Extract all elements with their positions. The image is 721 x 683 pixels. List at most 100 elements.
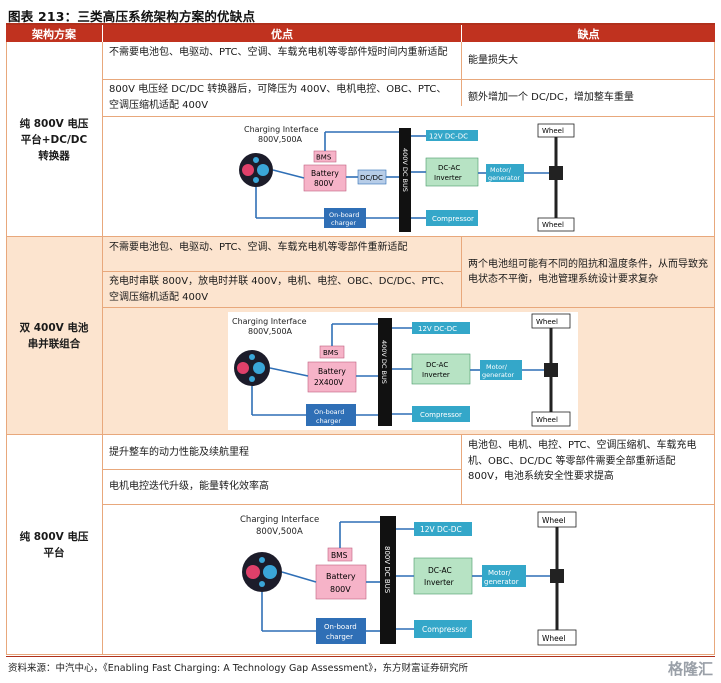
d1-battery-1: Battery: [311, 169, 339, 178]
d2-charging-label: Charging Interface: [232, 317, 307, 326]
d2-obc-2: charger: [316, 417, 341, 425]
row3-sep-a: [102, 469, 461, 470]
row2-diagram: Charging Interface 800V,500A BMS Battery…: [228, 312, 578, 430]
charging-port-icon: [242, 552, 282, 592]
d1-battery-2: 800V: [314, 179, 334, 188]
d1-motor-2: generator: [488, 174, 520, 182]
header-arch: 架构方案: [6, 25, 102, 42]
figure-title: 图表 213：三类高压系统架构方案的优缺点: [8, 9, 256, 24]
d2-bus: 400V DC BUS: [380, 340, 388, 384]
d3-wheel-top: Wheel: [542, 516, 565, 525]
d3-motor-1: Motor/: [488, 569, 511, 577]
d3-comp: Compressor: [422, 625, 468, 634]
d1-inv-2: Inverter: [434, 174, 462, 182]
d2-inv-2: Inverter: [422, 371, 450, 379]
d2-spec-label: 800V,500A: [248, 327, 293, 336]
d3-battery-2: 800V: [330, 585, 351, 594]
row2-sep-b: [102, 307, 715, 308]
title-rule: [6, 23, 715, 25]
table-bottom-border: [6, 654, 715, 655]
comparison-table: 架构方案 优点 缺点 纯 800V 电压 平台+DC/DC 转换器 不需要电池包…: [6, 25, 715, 655]
row1-diagram: Charging Interface 800V,500A BMS Battery…: [239, 123, 575, 232]
row2-name: 双 400V 电池 串并联组合: [6, 237, 102, 434]
watermark-logo: 格隆汇: [667, 660, 713, 678]
row2-con-1: 两个电池组可能有不同的阻抗和温度条件，从而导致充电状态不平衡，电池管理系统设计要…: [462, 238, 715, 306]
d1-dcdc: DC/DC: [360, 174, 383, 182]
source-note: 资料来源：中汽中心，《Enabling Fast Charging: A Tec…: [8, 663, 468, 674]
d3-bus: 800V DC BUS: [383, 546, 391, 594]
row1-con-1: 能量损失大: [462, 43, 715, 79]
d2-bms: BMS: [323, 349, 339, 357]
d3-spec-label: 800V,500A: [256, 527, 303, 537]
row1-pro-2: 800V 电压经 DC/DC 转换器后，可降压为 400V、电机电控、OBC、P…: [109, 84, 447, 111]
row2-sep-a: [102, 271, 461, 272]
row1-sep-b: [102, 116, 715, 117]
d3-obc-2: charger: [326, 633, 353, 641]
d1-wheel-top: Wheel: [542, 127, 564, 135]
row2-pro-1: 不需要电池包、电驱动、PTC、空调、车载充电机等零部件重新适配: [109, 242, 408, 253]
d3-inv-1: DC-AC: [428, 566, 452, 575]
row3-pro-1-text: 提升整车的动力性能及续航里程: [109, 446, 249, 458]
d3-battery-1: Battery: [326, 572, 356, 581]
row-sep-1: [6, 236, 715, 237]
d3-obc-1: On-board: [324, 623, 357, 631]
d1-obc-2: charger: [331, 219, 356, 227]
row3-con-1: 电池包、电机、电控、PTC、空调压缩机、车载充电机、OBC、DC/DC 等零部件…: [468, 440, 697, 482]
d2-12v: 12V DC-DC: [418, 325, 457, 333]
col-divider-2c: [461, 435, 462, 504]
header-pros: 优点: [103, 25, 461, 42]
charging-port-icon: [239, 153, 273, 187]
d2-battery-1: Battery: [318, 367, 346, 376]
d3-charging-label: Charging Interface: [240, 515, 319, 525]
row2-con-1-text: 两个电池组可能有不同的阻抗和温度条件，从而导致充电状态不平衡，电池管理系统设计要…: [468, 258, 708, 286]
row3-name: 纯 800V 电压 平台: [6, 435, 102, 655]
charging-port-icon: [234, 350, 270, 386]
row3-name-text: 纯 800V 电压 平台: [19, 531, 89, 559]
row1-name: 纯 800V 电压 平台+DC/DC 转换器: [6, 42, 102, 237]
row3-pro-2: 电机电控迭代升级，能量转化效率高: [103, 470, 461, 503]
col-divider-2b: [461, 237, 462, 307]
row3-pro-2-text: 电机电控迭代升级，能量转化效率高: [109, 480, 269, 492]
d1-bus: 400V DC BUS: [401, 148, 409, 192]
col-divider-2a: [461, 42, 462, 106]
d2-wheel-bottom: Wheel: [536, 416, 558, 424]
d3-wheel-bottom: Wheel: [542, 634, 565, 643]
d2-motor-1: Motor/: [486, 363, 508, 371]
row1-con-2-text: 额外增加一个 DC/DC，增加整车重量: [468, 92, 634, 104]
d1-wheel-bottom: Wheel: [542, 221, 564, 229]
row2-name-text: 双 400V 电池 串并联组合: [19, 321, 89, 350]
row3-pro-1: 提升整车的动力性能及续航里程: [103, 436, 461, 469]
d2-comp: Compressor: [420, 411, 462, 419]
d2-obc-1: On-board: [314, 408, 344, 416]
table-right-border: [714, 42, 715, 655]
row1-name-text: 纯 800V 电压 平台+DC/DC 转换器: [19, 117, 89, 162]
row1-pro-1: 不需要电池包、电驱动、PTC、空调、车载充电机等零部件短时间内重新适配: [109, 47, 448, 58]
row-sep-2: [6, 434, 715, 435]
d1-spec-label: 800V,500A: [258, 135, 303, 144]
row2-pro-2: 充电时串联 800V，放电时并联 400V，电机、电控、OBC、DC/DC、PT…: [109, 276, 451, 303]
d1-motor-1: Motor/: [490, 166, 512, 174]
row3-sep-b: [102, 504, 715, 505]
footer-rule: [6, 656, 715, 657]
table-left-border: [6, 42, 7, 655]
d2-battery-2: 2X400V: [314, 378, 344, 387]
d3-bms: BMS: [331, 551, 348, 560]
row1-sep-a: [102, 79, 715, 80]
d3-motor-2: generator: [484, 578, 519, 586]
d2-motor-2: generator: [482, 371, 514, 379]
row1-con-1-text: 能量损失大: [468, 55, 518, 67]
d3-inv-2: Inverter: [424, 578, 455, 587]
d1-comp: Compressor: [432, 215, 474, 223]
col-divider-1: [102, 42, 103, 655]
row1-con-2: 额外增加一个 DC/DC，增加整车重量: [462, 80, 715, 116]
d1-obc-1: On-board: [329, 211, 359, 219]
d1-bms: BMS: [316, 154, 332, 162]
d1-inv-1: DC-AC: [438, 164, 460, 172]
d2-wheel-top: Wheel: [536, 318, 558, 326]
d1-charging-label: Charging Interface: [244, 125, 319, 134]
d2-inv-1: DC-AC: [426, 361, 448, 369]
d1-12v: 12V DC-DC: [429, 133, 468, 141]
header-cons: 缺点: [462, 25, 715, 42]
row3-diagram: Charging Interface 800V,500A BMS Battery…: [240, 511, 577, 646]
d3-12v: 12V DC-DC: [420, 525, 462, 534]
